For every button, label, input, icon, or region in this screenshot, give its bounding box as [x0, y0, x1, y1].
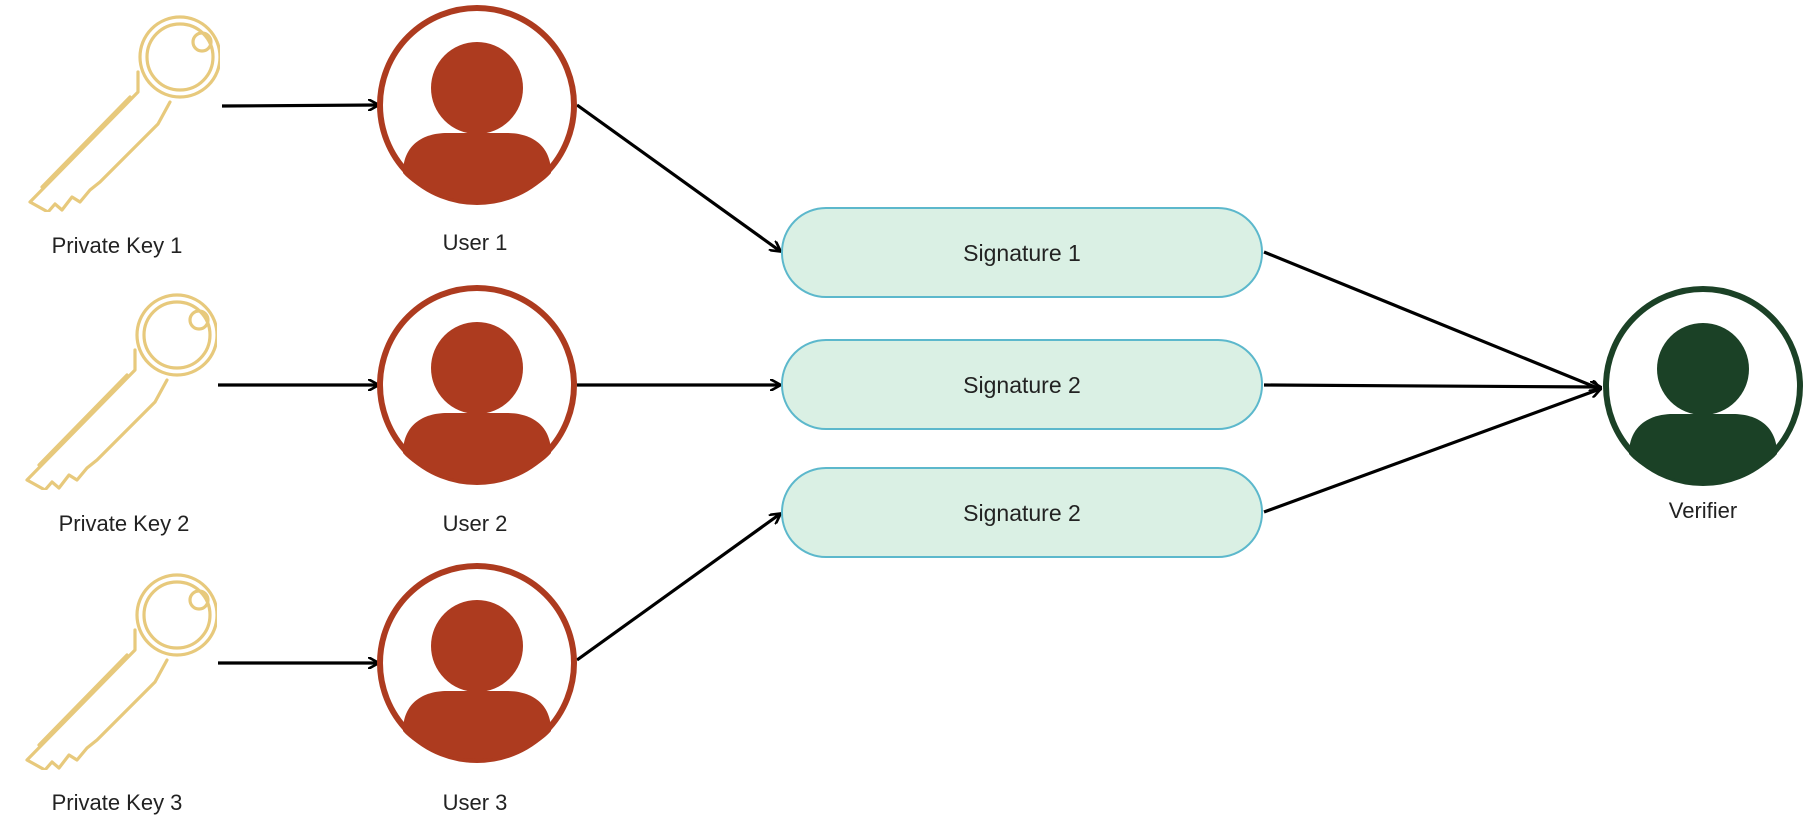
- verifier-label: Verifier: [1669, 498, 1737, 523]
- edge-key1-user1: [221, 105, 378, 106]
- key-label-3: Private Key 3: [52, 790, 183, 815]
- edge-signature3-verifier: [1263, 389, 1600, 514]
- key-icon: [25, 293, 217, 490]
- key-node-1: Private Key 1: [28, 15, 220, 258]
- key-icon: [28, 15, 220, 212]
- user-label-3: User 3: [443, 790, 508, 815]
- key-icon: [25, 573, 217, 770]
- signature-node-2: Signature 2: [781, 339, 1263, 430]
- key-label-1: Private Key 1: [52, 233, 183, 258]
- user-label-1: User 1: [443, 230, 508, 255]
- edges: [218, 105, 1600, 663]
- signature-label-1: Signature 1: [963, 240, 1081, 266]
- user-label-2: User 2: [443, 511, 508, 536]
- edge-signature2-verifier: [1263, 385, 1600, 387]
- key-node-3: Private Key 3: [25, 573, 217, 815]
- user-node-3: User 3: [377, 563, 577, 815]
- key-label-2: Private Key 2: [59, 511, 190, 536]
- signature-node-1: Signature 1: [781, 207, 1263, 298]
- edge-user3-signature3: [576, 514, 780, 662]
- signature-label-2: Signature 2: [963, 372, 1081, 398]
- user-node-2: User 2: [377, 285, 577, 536]
- signature-label-3: Signature 2: [963, 500, 1081, 526]
- key-node-2: Private Key 2: [25, 293, 217, 536]
- edge-signature1-verifier: [1263, 250, 1600, 389]
- edge-user1-signature1: [576, 103, 780, 251]
- verifier-node: Verifier: [1603, 286, 1803, 523]
- user-node-1: User 1: [377, 5, 577, 255]
- signature-node-3: Signature 2: [781, 467, 1263, 558]
